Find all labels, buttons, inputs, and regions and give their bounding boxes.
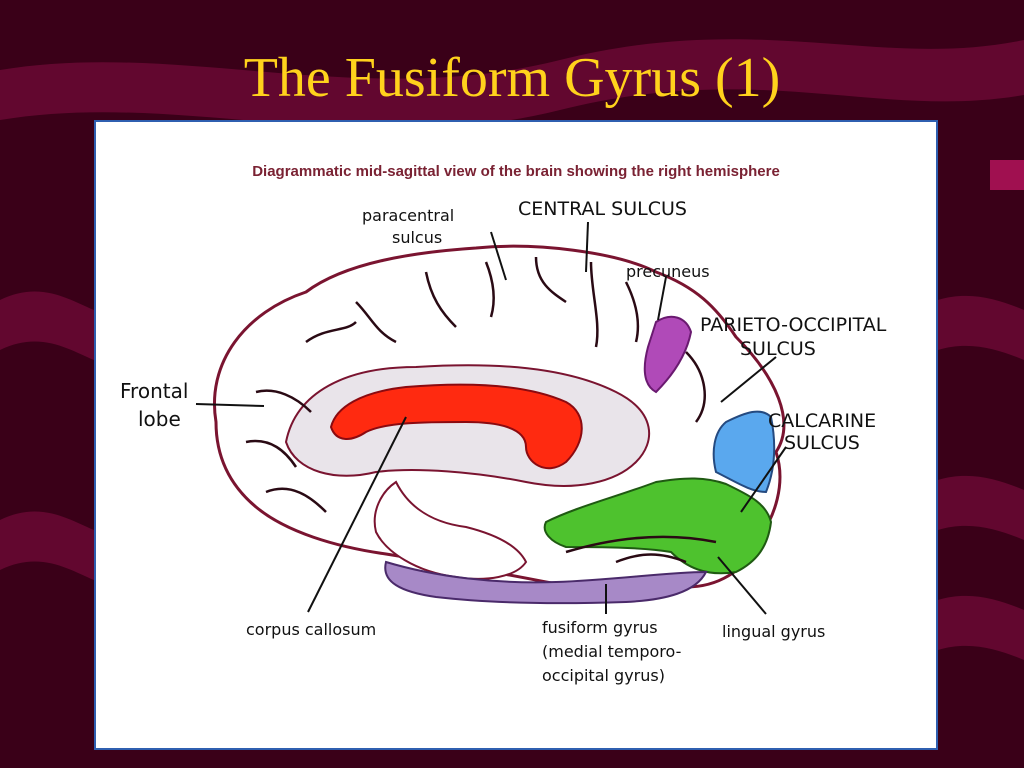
corpus-callosum-region bbox=[329, 383, 583, 470]
label-paracentral-line1: paracentral bbox=[362, 206, 455, 225]
corner-accent bbox=[990, 160, 1024, 190]
fusiform-region bbox=[384, 560, 708, 605]
precuneus-region bbox=[643, 315, 693, 394]
label-frontal-lobe-line2: lobe bbox=[138, 407, 181, 431]
label-frontal-lobe-line1: Frontal bbox=[120, 379, 189, 403]
label-fusiform-line3: occipital gyrus) bbox=[542, 666, 665, 685]
label-calcarine-line2: SULCUS bbox=[784, 432, 860, 454]
label-fusiform-line1: fusiform gyrus bbox=[542, 618, 658, 637]
label-paracentral-line2: sulcus bbox=[392, 228, 443, 247]
label-precuneus: precuneus bbox=[626, 262, 710, 281]
sulci-lines bbox=[245, 256, 717, 564]
cuneus-region bbox=[712, 410, 776, 494]
slide-title: The Fusiform Gyrus (1) bbox=[243, 47, 781, 109]
brain-illustration bbox=[195, 221, 787, 615]
label-corpus-callosum: corpus callosum bbox=[246, 620, 377, 639]
label-calcarine-line1: CALCARINE bbox=[768, 410, 877, 432]
brainstem-region bbox=[373, 480, 528, 580]
label-parieto-occipital-line1: PARIETO-OCCIPITAL bbox=[700, 314, 887, 336]
label-lingual-gyrus: lingual gyrus bbox=[722, 622, 826, 641]
label-parieto-occipital-line2: SULCUS bbox=[740, 338, 816, 360]
figure-caption: Diagrammatic mid-sagittal view of the br… bbox=[252, 163, 780, 180]
label-central-sulcus: CENTRAL SULCUS bbox=[518, 198, 687, 220]
leader-lines bbox=[195, 221, 787, 615]
brain-diagram-figure: Diagrammatic mid-sagittal view of the br… bbox=[94, 120, 938, 750]
label-fusiform-line2: (medial temporo- bbox=[542, 642, 682, 661]
